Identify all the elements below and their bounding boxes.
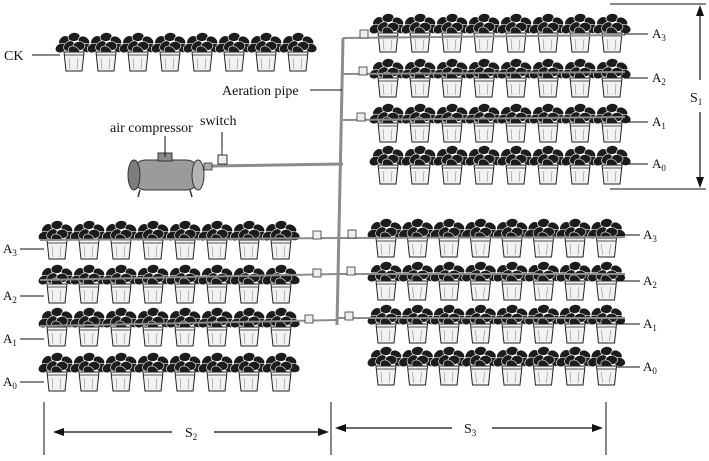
- valve-icon: [344, 311, 354, 321]
- valve-icon: [356, 112, 366, 122]
- valve-icon: [346, 266, 356, 276]
- plant-s2-row0-pot7: [229, 220, 269, 260]
- plant-s3-row0-pot3: [429, 218, 469, 258]
- plant-s2-row1-pot2: [69, 264, 109, 304]
- plant-s1-row0-pot1: [368, 13, 408, 53]
- valves: [304, 29, 369, 324]
- plant-s2-row0-pot2: [69, 220, 109, 260]
- plant-s1-row0-pot7: [560, 13, 600, 53]
- plant-s2-row3-pot1: [37, 352, 77, 392]
- plant-s1-row0-pot8: [592, 13, 632, 53]
- ck-pot-7: [246, 32, 286, 72]
- level-label-s2-a0: A0: [3, 374, 17, 391]
- air-compressor-label: air compressor: [110, 121, 193, 136]
- plant-s1-row3-pot6: [528, 145, 568, 185]
- ck-pot-6: [214, 32, 254, 72]
- valve-icon: [347, 229, 357, 239]
- main-pipe-horizontal: [209, 162, 344, 168]
- plant-s2-row1-pot3: [101, 264, 141, 304]
- level-label-s3-a3: A3: [643, 227, 657, 244]
- ck-label: CK: [4, 49, 23, 64]
- level-label-s1-a2: A2: [652, 70, 666, 87]
- plant-s2-row2-pot4: [133, 307, 173, 347]
- level-label-s1-a0: A0: [652, 156, 666, 173]
- plant-s1-row1-pot2: [400, 58, 440, 98]
- plant-s1-row0-pot4: [464, 13, 504, 53]
- plant-s1-row1-pot4: [464, 58, 504, 98]
- plant-s3-row3-pot3: [429, 346, 469, 386]
- ck-pot-8: [278, 32, 318, 72]
- s3-branch-a3: [339, 236, 626, 239]
- leader-lines: [32, 54, 342, 157]
- plant-s2-row1-pot8: [261, 264, 301, 304]
- plant-s1-row3-pot4: [464, 145, 504, 185]
- plant-s3-row3-pot1: [366, 346, 406, 386]
- level-label-s1-a1: A1: [652, 114, 666, 131]
- ck-pot-3: [118, 32, 158, 72]
- plant-s1-row0-pot6: [528, 13, 568, 53]
- ck-pot-2: [86, 32, 126, 72]
- switch-label: switch: [200, 114, 237, 129]
- level-label-s2-a2: A2: [3, 288, 17, 305]
- level-label-s2-a1: A1: [3, 331, 17, 348]
- plant-s2-row3-pot8: [261, 352, 301, 392]
- plant-s3-row2-pot6: [524, 304, 563, 344]
- plant-pots: [37, 13, 632, 392]
- level-label-s3-a1: A1: [643, 316, 657, 333]
- level-label-s2-a3: A3: [3, 241, 17, 258]
- plant-s3-row3-pot5: [492, 346, 532, 386]
- air-compressor-icon: [127, 152, 213, 198]
- plant-s2-row3-pot7: [229, 352, 269, 392]
- plant-s2-row0-pot3: [101, 220, 141, 260]
- s1-dimension: S1: [610, 3, 706, 190]
- plant-s1-row2-pot8: [592, 103, 632, 143]
- plant-s2-row3-pot5: [165, 352, 205, 392]
- aeration-pipe-network: [39, 34, 626, 327]
- switch-valve-icon: [217, 150, 228, 165]
- s1-branch-a2: [342, 71, 626, 75]
- plant-s1-row3-pot1: [368, 145, 408, 185]
- plant-s2-row2-pot8: [261, 307, 301, 347]
- level-label-s1-a3: A3: [652, 26, 666, 43]
- level-label-s3-a2: A2: [643, 273, 657, 290]
- plant-s2-row3-pot6: [197, 352, 237, 392]
- plant-s3-row2-pot8: [587, 304, 626, 344]
- plant-s1-row1-pot8: [592, 58, 632, 98]
- level-label-s3-a0: A0: [643, 359, 657, 376]
- s2-s3-dimension: S2 S3: [43, 402, 607, 455]
- s2-branch-a3: [39, 237, 341, 241]
- valve-icon: [312, 230, 322, 240]
- plant-s1-row3-pot3: [432, 145, 472, 185]
- valve-icon: [312, 268, 322, 278]
- plant-s3-row1-pot8: [587, 261, 626, 301]
- plant-s1-row3-pot8: [592, 145, 632, 185]
- aeration-pipe-label: Aeration pipe: [222, 84, 299, 99]
- s1-label: S1: [690, 91, 702, 107]
- plant-s1-row2-pot7: [560, 103, 600, 143]
- valve-icon: [359, 29, 369, 39]
- plant-s3-row3-pot8: [587, 346, 626, 386]
- plant-s1-row2-pot2: [400, 103, 440, 143]
- valve-icon: [304, 314, 314, 324]
- s2-branch-a2: [39, 273, 340, 281]
- plant-s1-row3-pot5: [496, 145, 536, 185]
- main-pipe-vertical: [335, 37, 345, 326]
- s1-branch-a3: [342, 34, 626, 39]
- s2-label: S2: [185, 426, 197, 442]
- plant-s2-row0-pot5: [165, 220, 205, 260]
- plant-s1-row2-pot6: [528, 103, 568, 143]
- plant-s2-row0-pot8: [261, 220, 301, 260]
- plant-s2-row3-pot3: [101, 352, 141, 392]
- plant-s2-row0-pot4: [133, 220, 173, 260]
- s3-label: S3: [464, 422, 477, 438]
- valve-icon: [358, 66, 368, 76]
- s1-branch-a1: [342, 116, 626, 121]
- s2-branch-a1: [39, 319, 339, 327]
- plant-s3-row3-pot6: [524, 346, 563, 386]
